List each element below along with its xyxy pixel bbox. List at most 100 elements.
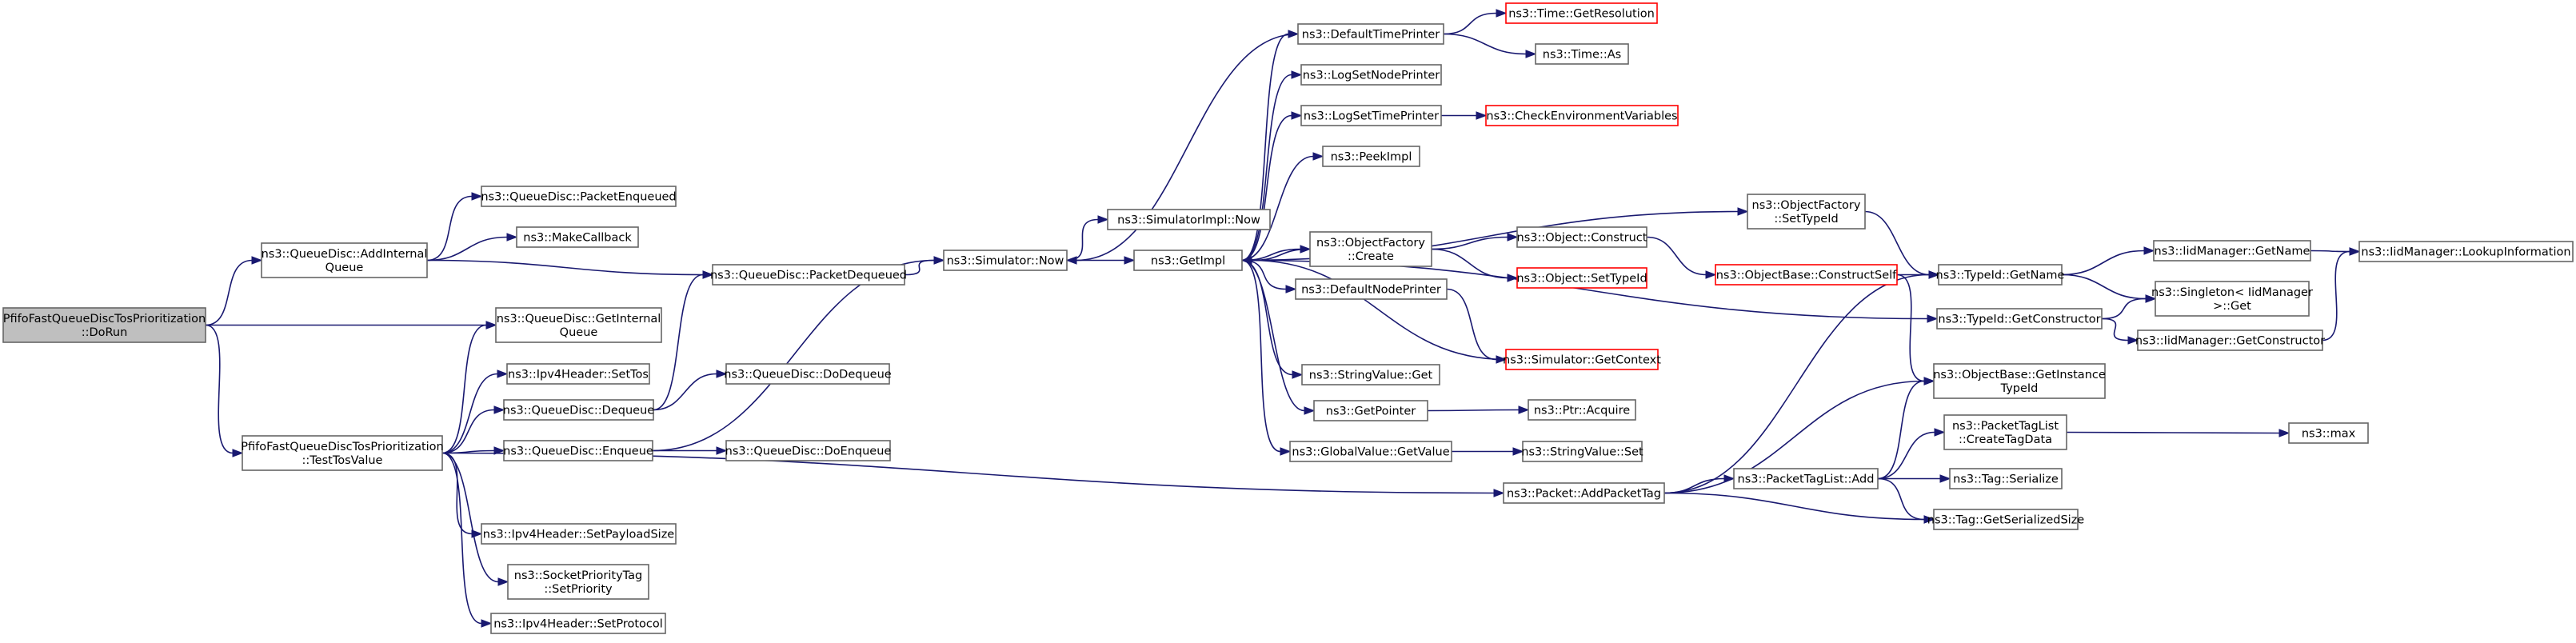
- node-gvgetvalue[interactable]: ns3::GlobalValue::GetValue: [1289, 441, 1452, 462]
- edge-arrow-testtos-to-getinternal: [485, 321, 497, 329]
- node-makecb[interactable]: ns3::MakeCallback: [516, 226, 639, 248]
- node-logsetnode[interactable]: ns3::LogSetNodePrinter: [1300, 64, 1442, 86]
- edge-enqueue-to-simnow: [652, 259, 935, 452]
- node-dequeue[interactable]: ns3::QueueDisc::Dequeue: [503, 399, 654, 421]
- edge-arrow-addpkttag-to-typeidgetname: [1928, 270, 1940, 279]
- edge-pkttaglistadd-to-createtagdata: [1877, 431, 1935, 480]
- node-label-setpayload-line-0: ns3::Ipv4Header::SetPayloadSize: [483, 529, 675, 541]
- node-label-testtos-line-0: PfifoFastQueueDiscTosPrioritization: [241, 441, 444, 453]
- node-getres[interactable]: ns3::Time::GetResolution: [1505, 2, 1658, 24]
- node-box-deftime: [1297, 23, 1444, 45]
- node-box-checkenv: [1485, 105, 1679, 126]
- node-pkttaglistadd[interactable]: ns3::PacketTagList::Add: [1733, 468, 1879, 489]
- node-objsettypeid[interactable]: ns3::Object::SetTypeId: [1516, 267, 1647, 289]
- node-ptracquire[interactable]: ns3::Ptr::Acquire: [1528, 399, 1636, 421]
- node-timeas[interactable]: ns3::Time::As: [1535, 43, 1629, 65]
- node-testtos[interactable]: PfifoFastQueueDiscTosPrioritization::Tes…: [241, 435, 444, 471]
- node-label-typeidgetctor-line-0: ns3::TypeId::GetConstructor: [1938, 314, 2100, 326]
- edge-arrow-simnow-to-simimplnow: [1097, 215, 1109, 224]
- node-box-objfsettypeid: [1747, 194, 1866, 230]
- node-nsmax[interactable]: ns3::max: [2288, 422, 2369, 444]
- node-taggetsersize[interactable]: ns3::Tag::GetSerializedSize: [1927, 509, 2085, 530]
- node-label-simnow-line-0: ns3::Simulator::Now: [947, 255, 1064, 268]
- edge-arrow-deftime-to-timeas: [1525, 50, 1537, 58]
- node-peekimpl[interactable]: ns3::PeekImpl: [1322, 146, 1420, 167]
- node-label-objfcreate-line-0: ns3::ObjectFactory: [1316, 237, 1425, 250]
- edge-getimpl-to-logsettime: [1241, 114, 1292, 262]
- edge-getimpl-to-logsetnode: [1241, 74, 1292, 262]
- node-setpayload[interactable]: ns3::Ipv4Header::SetPayloadSize: [481, 523, 677, 545]
- node-checkenv[interactable]: ns3::CheckEnvironmentVariables: [1485, 105, 1679, 126]
- node-iidgetctor[interactable]: ns3::IidManager::GetConstructor: [2135, 329, 2325, 351]
- edge-testtos-to-setpriority: [441, 452, 499, 583]
- node-dodequeue[interactable]: ns3::QueueDisc::DoDequeue: [724, 363, 892, 385]
- edge-iidgetctor-to-iidlookup: [2322, 250, 2350, 341]
- node-label-dorun-line-0: PfifoFastQueueDiscTosPrioritization: [3, 313, 206, 325]
- edge-objfcreate-to-objconstruct: [1431, 236, 1508, 250]
- node-box-testtos: [242, 435, 443, 471]
- edge-typeidgetctor-to-singletonget: [2101, 298, 2147, 320]
- edge-arrow-objfcreate-to-objconstruct: [1507, 233, 1519, 242]
- node-label-iidgetctor-line-0: ns3::IidManager::GetConstructor: [2135, 335, 2325, 348]
- node-box-dequeue: [503, 399, 654, 421]
- node-enqueue[interactable]: ns3::QueueDisc::Enqueue: [503, 440, 653, 461]
- node-simgetctx[interactable]: ns3::Simulator::GetContext: [1503, 349, 1661, 370]
- node-getpointer[interactable]: ns3::GetPointer: [1313, 400, 1428, 421]
- node-strvalset[interactable]: ns3::StringValue::Set: [1521, 441, 1643, 462]
- node-typeidgetname[interactable]: ns3::TypeId::GetName: [1936, 264, 2065, 286]
- node-iidgetname[interactable]: ns3::IidManager::GetName: [2153, 240, 2311, 262]
- edge-arrow-addinternal-to-makecb: [506, 233, 518, 242]
- edge-arrow-getimpl-to-typeidgetctor: [1927, 314, 1939, 323]
- node-simimplnow[interactable]: ns3::SimulatorImpl::Now: [1107, 209, 1271, 230]
- node-doenqueue[interactable]: ns3::QueueDisc::DoEnqueue: [725, 440, 892, 461]
- node-setprotocol[interactable]: ns3::Ipv4Header::SetProtocol: [490, 613, 666, 634]
- node-getimpl[interactable]: ns3::GetImpl: [1133, 250, 1243, 271]
- edge-constructself-to-getinsttypeid: [1896, 274, 1925, 382]
- node-pktenq[interactable]: ns3::QueueDisc::PacketEnqueued: [481, 186, 677, 207]
- node-label-enqueue-line-0: ns3::QueueDisc::Enqueue: [503, 445, 653, 458]
- edge-arrow-testtos-to-setpriority: [497, 577, 509, 586]
- node-box-createtagdata: [1943, 414, 2067, 450]
- node-createtagdata[interactable]: ns3::PacketTagList::CreateTagData: [1943, 414, 2067, 450]
- node-pktdeq[interactable]: ns3::QueueDisc::PacketDequeued: [710, 264, 907, 286]
- edge-arrow-pkttaglistadd-to-getinsttypeid: [1923, 377, 1935, 385]
- edge-typeidgetname-to-iidgetname: [2061, 250, 2145, 276]
- node-objconstruct[interactable]: ns3::Object::Construct: [1516, 226, 1647, 248]
- node-strvalget[interactable]: ns3::StringValue::Get: [1301, 364, 1440, 385]
- node-box-objconstruct: [1516, 226, 1647, 248]
- node-defnode[interactable]: ns3::DefaultNodePrinter: [1295, 278, 1448, 300]
- node-addpkttag[interactable]: ns3::Packet::AddPacketTag: [1503, 482, 1665, 504]
- node-setpriority[interactable]: ns3::SocketPriorityTag::SetPriority: [507, 564, 649, 600]
- node-singletonget[interactable]: ns3::Singleton< IidManager >::Get: [2151, 281, 2313, 317]
- node-deftime[interactable]: ns3::DefaultTimePrinter: [1297, 23, 1444, 45]
- node-label-simgetctx-line-0: ns3::Simulator::GetContext: [1503, 354, 1661, 367]
- edge-defnode-to-simgetctx: [1446, 288, 1497, 361]
- node-box-pktenq: [481, 186, 677, 207]
- edge-getimpl-to-getpointer: [1241, 259, 1305, 412]
- edge-dorun-to-addinternal: [205, 259, 253, 326]
- node-iidlookup[interactable]: ns3::IidManager::LookupInformation: [2358, 241, 2574, 262]
- node-dorun[interactable]: PfifoFastQueueDiscTosPrioritization::DoR…: [2, 307, 206, 343]
- node-settos[interactable]: ns3::Ipv4Header::SetTos: [506, 363, 650, 385]
- node-simnow[interactable]: ns3::Simulator::Now: [943, 250, 1068, 271]
- node-typeidgetctor[interactable]: ns3::TypeId::GetConstructor: [1936, 308, 2103, 329]
- node-constructself[interactable]: ns3::ObjectBase::ConstructSelf: [1715, 264, 1898, 286]
- node-objfcreate[interactable]: ns3::ObjectFactory::Create: [1309, 231, 1432, 267]
- node-label-iidgetname-line-0: ns3::IidManager::GetName: [2155, 246, 2310, 258]
- node-box-strvalget: [1301, 364, 1440, 385]
- edge-getpointer-to-ptracquire: [1427, 409, 1520, 412]
- edge-arrow-testtos-to-setprotocol: [481, 619, 493, 628]
- node-objfsettypeid[interactable]: ns3::ObjectFactory::SetTypeId: [1747, 194, 1866, 230]
- node-label-getimpl-line-0: ns3::GetImpl: [1151, 255, 1225, 268]
- node-label-objfsettypeid-line-0: ns3::ObjectFactory: [1752, 199, 1861, 212]
- node-label-createtagdata-line-0: ns3::PacketTagList: [1952, 420, 2059, 433]
- edge-arrow-getimpl-to-objfsettypeid: [1737, 207, 1749, 216]
- node-box-setpayload: [481, 523, 677, 545]
- node-logsettime[interactable]: ns3::LogSetTimePrinter: [1300, 105, 1442, 126]
- node-label-pktenq-line-0: ns3::QueueDisc::PacketEnqueued: [481, 191, 676, 204]
- node-box-iidgetctor: [2137, 329, 2323, 351]
- node-tagserialize[interactable]: ns3::Tag::Serialize: [1949, 468, 2063, 489]
